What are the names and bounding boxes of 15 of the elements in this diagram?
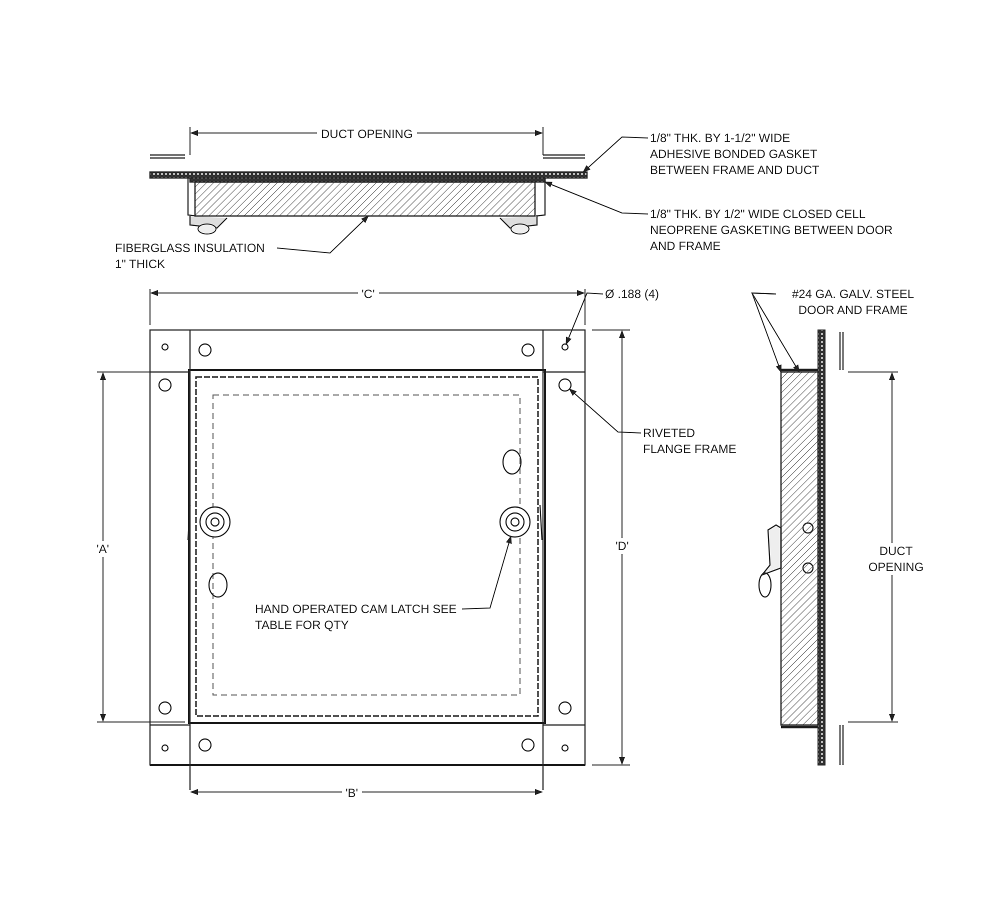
gasket-strip — [149, 171, 588, 179]
door-panel — [780, 371, 819, 726]
leader-line — [582, 136, 648, 173]
cam-latch — [499, 506, 531, 538]
callout-text: Ø .188 (4) — [605, 286, 660, 302]
leader-line — [568, 388, 642, 434]
leader-line — [566, 292, 604, 346]
rivet-hole — [558, 378, 572, 392]
insulation-panel — [194, 181, 536, 217]
mounting-hole — [561, 343, 569, 351]
leader-line — [751, 292, 800, 373]
leader-line — [751, 292, 782, 373]
leader-line — [462, 535, 512, 610]
leader-line — [544, 182, 648, 214]
leader-line — [276, 215, 369, 254]
